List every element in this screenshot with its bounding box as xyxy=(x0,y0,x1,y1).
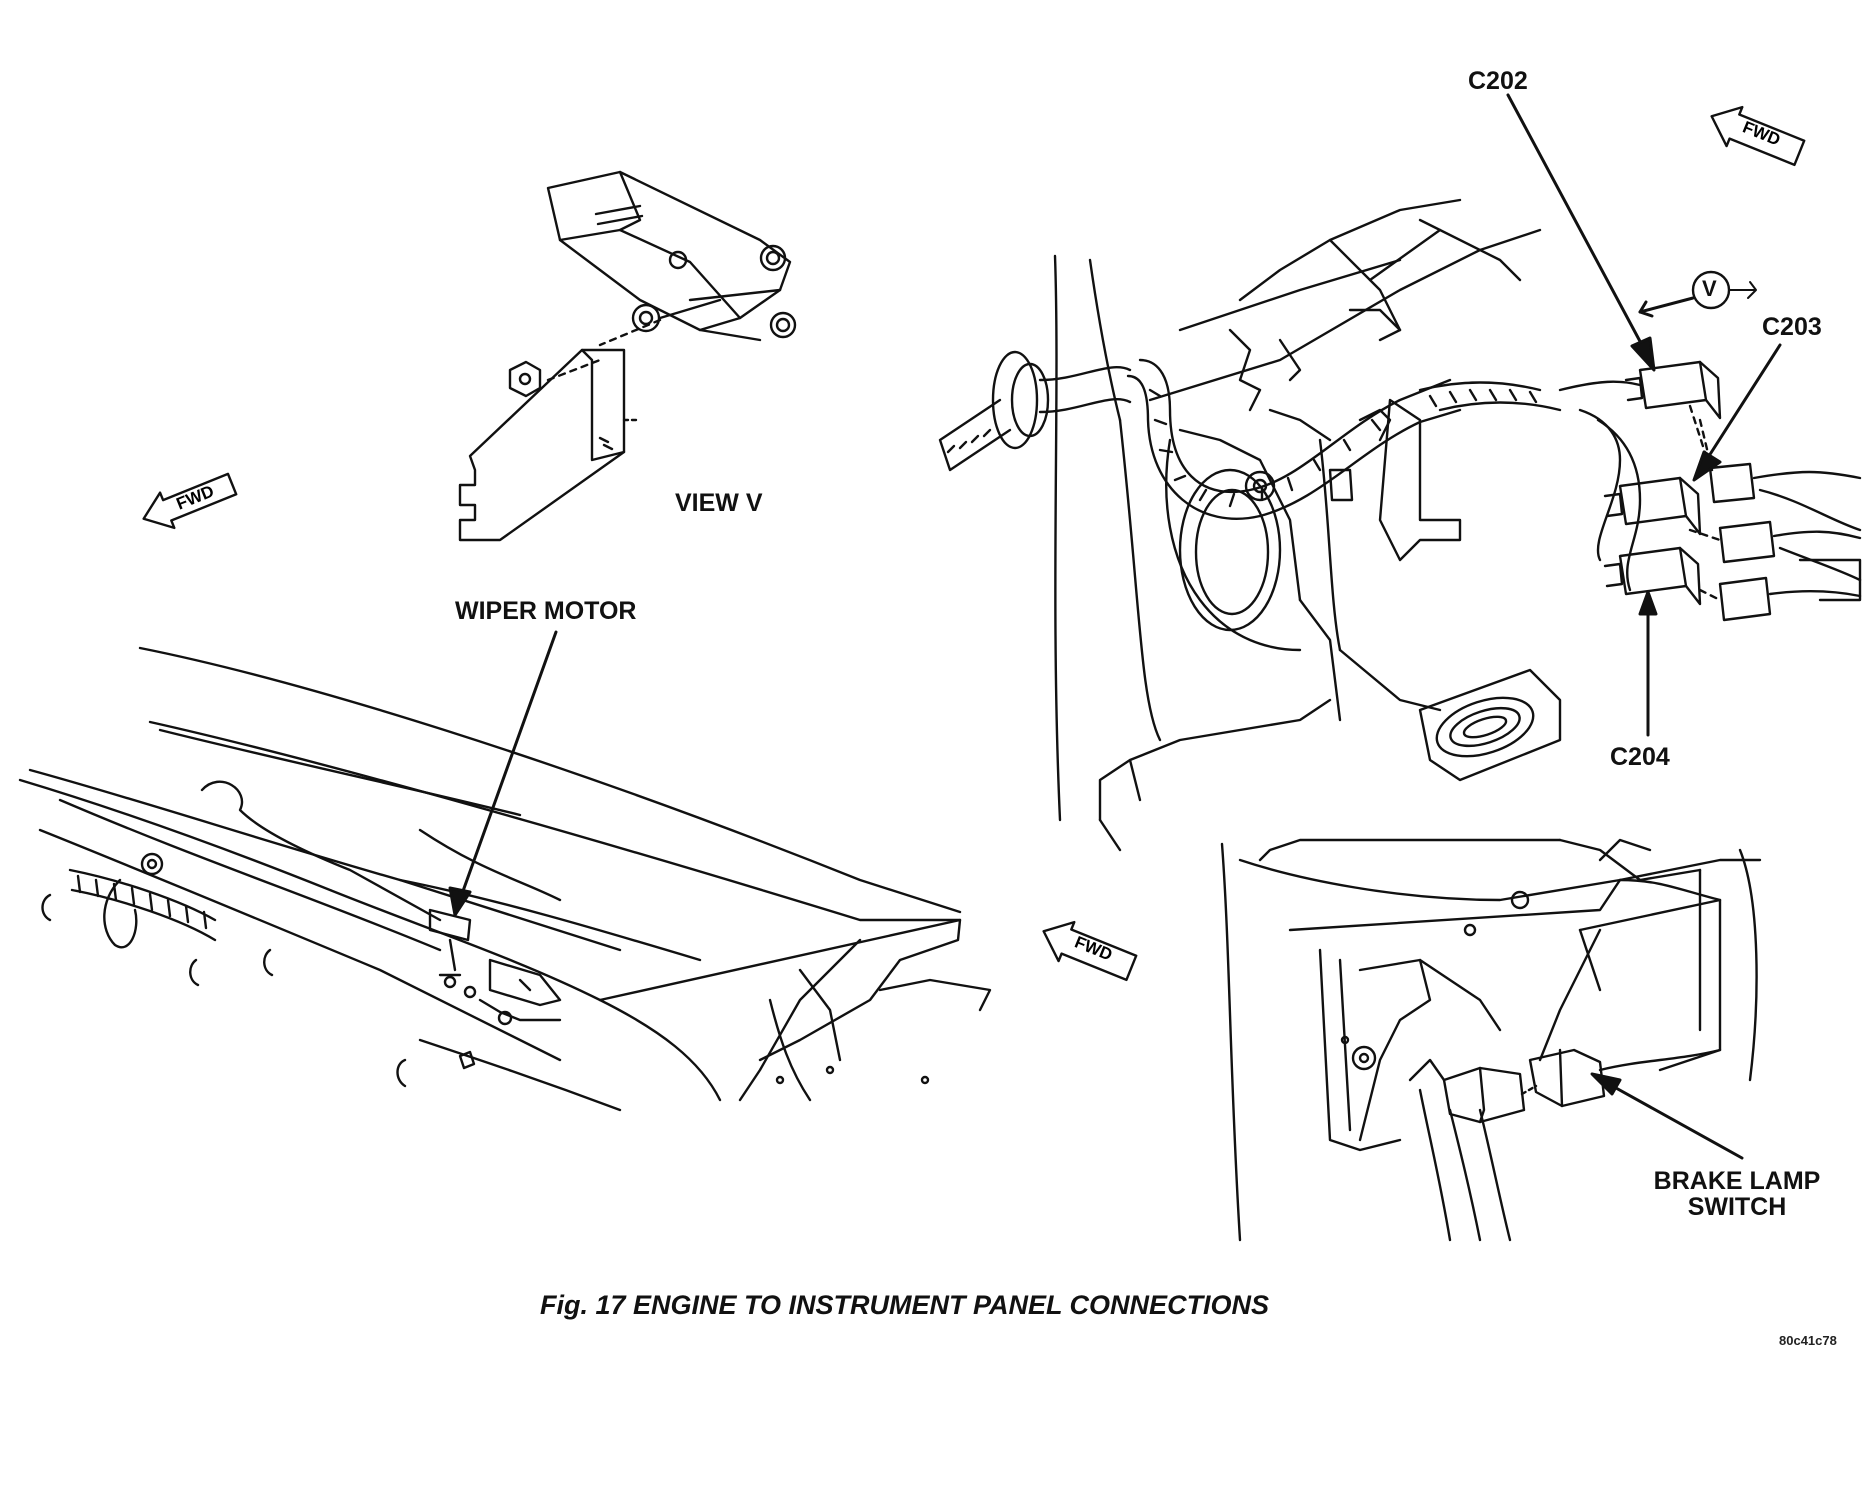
label-wiper-motor: WIPER MOTOR xyxy=(455,597,637,625)
firewall-drawing xyxy=(938,198,1862,852)
brake-pedal-bracket-drawing xyxy=(1220,838,1762,1242)
label-brake-lamp-switch-line1: BRAKE LAMP xyxy=(1653,1167,1821,1195)
label-brake-lamp-switch-line2: SWITCH xyxy=(1687,1193,1787,1222)
fwd-arrow-left xyxy=(142,472,238,530)
view-v-marker-letter: V xyxy=(1702,276,1717,301)
c204-arrowhead xyxy=(1638,590,1658,616)
label-c204: C204 xyxy=(1610,743,1670,771)
brake-lamp-switch-arrowhead xyxy=(1590,1072,1622,1096)
wiper-motor-leader xyxy=(456,630,558,907)
c203-leader xyxy=(1698,343,1782,472)
c202-arrowhead xyxy=(1630,336,1656,372)
c203-arrowhead xyxy=(1692,450,1722,482)
label-view-v: VIEW V xyxy=(675,489,763,517)
cowl-drawing xyxy=(18,646,992,1112)
figure-caption: Fig. 17 ENGINE TO INSTRUMENT PANEL CONNE… xyxy=(540,1290,1270,1320)
label-c202: C202 xyxy=(1468,67,1528,95)
label-c203: C203 xyxy=(1762,313,1822,341)
brake-lamp-switch-leader xyxy=(1596,1076,1744,1160)
view-v-bracket-drawing xyxy=(458,170,797,542)
c202-leader xyxy=(1506,93,1652,362)
figure-code: 80c41c78 xyxy=(1779,1333,1837,1348)
leader-lines xyxy=(448,93,1782,1160)
wiper-motor-arrowhead xyxy=(448,886,472,917)
label-brake-lamp-switch: BRAKE LAMP SWITCH xyxy=(1622,1168,1852,1221)
fwd-arrow-top-right xyxy=(1710,105,1806,167)
fwd-arrow-bottom xyxy=(1042,920,1138,982)
